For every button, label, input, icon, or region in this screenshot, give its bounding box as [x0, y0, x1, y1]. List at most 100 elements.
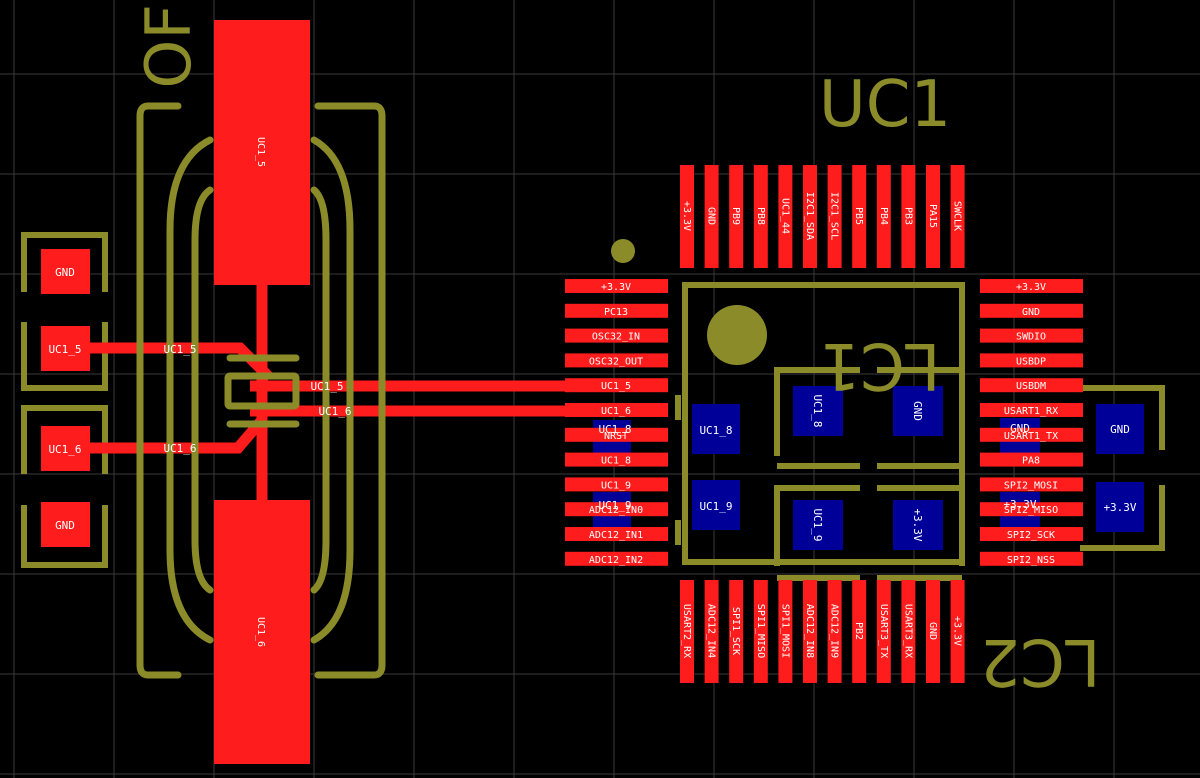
chip-pin-left-label: ADC12_IN1 — [589, 530, 643, 541]
chip-pin-left-label: PC13 — [604, 307, 628, 318]
chip-pin-left-label: UC1_6 — [601, 406, 631, 417]
chip-pin-right-12[interactable] — [980, 551, 1083, 566]
chip-overlap-label-2: UC1_9 — [598, 499, 631, 512]
chip-pin-top-10[interactable] — [901, 165, 916, 268]
chip-pin-top-label: I2C1_SCL — [829, 192, 840, 240]
bottom-layer-pads[interactable] — [593, 386, 1144, 550]
chip-pin-right-5[interactable] — [980, 378, 1083, 393]
chip-overlap-label-1: UC1_8 — [598, 423, 631, 436]
chip-pin-left-2[interactable] — [565, 303, 668, 318]
chip-pin-top-label: PB4 — [878, 207, 889, 225]
chip-pins-left[interactable]: +3.3VPC13OSC32_INOSC32_OUTUC1_5UC1_6NRST… — [565, 279, 668, 566]
chip-pin-right-9[interactable] — [980, 477, 1083, 492]
crystal-pad-top[interactable] — [214, 20, 310, 285]
crystal-silk-outer-left — [136, 102, 182, 679]
chip-pin-left-11[interactable] — [565, 527, 668, 541]
chip-pin-bottom-2[interactable] — [704, 580, 719, 683]
chip-pin-left-8[interactable] — [565, 452, 668, 467]
chip-pin-bottom-10[interactable] — [901, 580, 916, 683]
chip-pin-bottom-6[interactable] — [803, 580, 817, 683]
chip-pin-left-5[interactable] — [565, 378, 668, 393]
chip-pin-right-label: PA8 — [1022, 456, 1040, 467]
cap-pad-left-1[interactable] — [692, 404, 740, 454]
connector-pad-2-label: UC1_5 — [48, 343, 81, 356]
cap-pad-lc2-1[interactable] — [793, 500, 843, 550]
chip-pin-right-1[interactable] — [980, 279, 1083, 293]
cap-pad-left-2-label: UC1_9 — [699, 500, 732, 513]
chip-pin-bottom-4[interactable] — [753, 580, 768, 683]
cap-pad-left-2[interactable] — [692, 480, 740, 530]
connector-footprint[interactable]: GND UC1_5 UC1_6 GND — [21, 232, 108, 568]
cap-pad-lc2-1-label: UC1_9 — [811, 508, 824, 541]
connector-pad-2[interactable] — [41, 326, 90, 371]
chip-pin-right-8[interactable] — [980, 452, 1083, 467]
cap-pad-lc2-2[interactable] — [893, 500, 943, 550]
chip-pin-right-6[interactable] — [980, 403, 1083, 417]
connector-pad-3[interactable] — [41, 426, 90, 471]
chip-pin-right-11[interactable] — [980, 527, 1083, 541]
chip-pin-left-9[interactable] — [565, 477, 668, 492]
chip-pin-top-4[interactable] — [753, 165, 768, 268]
chip-pin-top-label: +3.3V — [681, 201, 692, 231]
chip-pin-top-9[interactable] — [876, 165, 891, 268]
chip-pin-bottom-12[interactable] — [950, 580, 965, 683]
crystal-trace-label-right-2: UC1_6 — [318, 405, 351, 418]
chip-pin-top-label: PB9 — [730, 207, 741, 225]
cap-pad-right-2-label: +3.3V — [1103, 501, 1136, 514]
chip-pin-left-1[interactable] — [565, 279, 668, 293]
chip-pin-right-4[interactable] — [980, 353, 1083, 368]
chip-pin-bottom-5[interactable] — [778, 580, 793, 683]
chip-pin-bottom-11[interactable] — [926, 580, 940, 683]
cap-pad-right-2[interactable] — [1096, 482, 1144, 532]
crystal-pad-bottom[interactable] — [214, 500, 310, 764]
cap-pad-lc1-2[interactable] — [893, 386, 943, 436]
chip-pin-left-4[interactable] — [565, 353, 668, 368]
cap-pad-right-1[interactable] — [1096, 404, 1144, 454]
crystal-silk-outer-right — [314, 102, 386, 679]
chip-pin-bottom-1[interactable] — [680, 580, 694, 683]
connector-pad-1[interactable] — [41, 249, 90, 294]
chip-pin-bottom-7[interactable] — [827, 580, 842, 683]
chip-pin-left-label: OSC32_OUT — [589, 356, 643, 367]
chip-pin-top-12[interactable] — [950, 165, 965, 268]
chip-pin-bottom-label: USART3_RX — [902, 604, 913, 658]
cap-right-overlap-label-1: GND — [1010, 422, 1030, 435]
chip-pin-top-2[interactable] — [704, 165, 719, 268]
chip-pin-right-10[interactable] — [980, 502, 1083, 517]
chip-pin-top-1[interactable] — [680, 165, 694, 268]
chip-pin-left-10[interactable] — [565, 502, 668, 517]
chip-uc1[interactable]: +3.3VPC13OSC32_INOSC32_OUTUC1_5UC1_6NRST… — [565, 165, 1083, 683]
connector-silk-mid-1 — [21, 322, 108, 391]
chip-pin-left-label: ADC12_IN0 — [589, 505, 643, 516]
crystal-footprint[interactable]: UC1_5 UC1_6 UC1_5 UC1_6 UC1_5 UC1_6 — [136, 20, 386, 764]
chip-pin-left-label: ADC12_IN2 — [589, 555, 643, 566]
chip-pin-right-3[interactable] — [980, 328, 1083, 343]
chip-pins-right[interactable]: +3.3VGNDSWDIOUSBDPUSBDMUSART1_RXUSART1_T… — [980, 279, 1083, 566]
chip-pin-top-6[interactable] — [803, 165, 817, 268]
chip-pin-right-label: SPI2_MISO — [1004, 505, 1058, 516]
connector-pad-4[interactable] — [41, 502, 90, 547]
chip-pin-right-7[interactable] — [980, 427, 1083, 442]
cap-pad-lc1-1[interactable] — [793, 386, 843, 436]
chip-pin-top-11[interactable] — [926, 165, 940, 268]
chip-pin-left-12[interactable] — [565, 551, 668, 566]
cap-pad-lc2-2-label: +3.3V — [911, 508, 924, 541]
chip-pin-bottom-8[interactable] — [852, 580, 867, 683]
chip-pin-right-2[interactable] — [980, 303, 1083, 318]
chip-pin-top-5[interactable] — [778, 165, 793, 268]
chip-pin-left-3[interactable] — [565, 328, 668, 343]
chip-pin-bottom-9[interactable] — [876, 580, 891, 683]
chip-pin-left-7[interactable] — [565, 427, 668, 442]
crystal-pad-top-label: UC1_5 — [255, 137, 266, 167]
chip-pin-top-8[interactable] — [852, 165, 867, 268]
chip-pin-left-6[interactable] — [565, 403, 668, 417]
cap-pad-left-1-label: UC1_8 — [699, 424, 732, 437]
chip-pin-bottom-3[interactable] — [729, 580, 744, 683]
chip-pin-left-label: NRST — [604, 431, 628, 442]
chip-pin-top-label: PA15 — [927, 204, 938, 228]
chip-pin-top-3[interactable] — [729, 165, 744, 268]
chip-pin-top-7[interactable] — [827, 165, 842, 268]
